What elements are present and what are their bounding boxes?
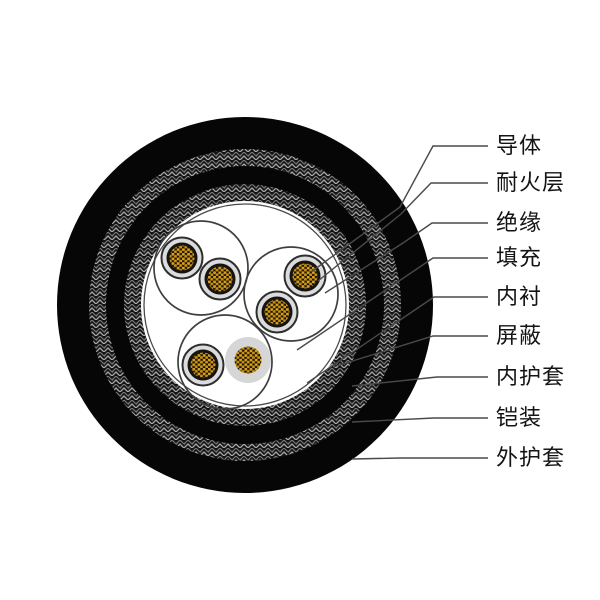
pair-circle-right xyxy=(243,246,339,342)
cable-body xyxy=(57,117,433,493)
label-insulation: 绝缘 xyxy=(496,210,543,235)
leader-line-armor xyxy=(351,417,488,423)
conductor-unit-1 xyxy=(160,236,204,280)
label-lining: 内衬 xyxy=(496,284,543,309)
leader-line-shield xyxy=(332,335,488,368)
conductor-unit-3 xyxy=(283,254,327,298)
conductor-unit-2 xyxy=(198,257,242,301)
leader-line-inner-sheath xyxy=(351,376,488,387)
leader-line-lining xyxy=(306,296,488,384)
label-outer-sheath: 外护套 xyxy=(496,445,566,470)
label-fire-layer: 耐火层 xyxy=(496,170,566,195)
label-conductor: 导体 xyxy=(496,133,543,158)
gold-core xyxy=(207,266,233,292)
gold-core xyxy=(292,263,318,289)
leader-line-fire-layer xyxy=(317,182,488,282)
leader-lines xyxy=(296,145,488,460)
label-inner-sheath: 内护套 xyxy=(496,364,566,389)
leader-line-filler xyxy=(296,257,488,351)
conductor-unit-5 xyxy=(181,343,225,387)
pair-circle-bottom xyxy=(177,314,273,410)
gold-core xyxy=(190,352,216,378)
filler-conductor-unit xyxy=(225,337,271,383)
gold-core xyxy=(264,299,290,325)
label-armor: 铠装 xyxy=(496,405,543,430)
gold-core xyxy=(234,346,262,374)
gold-core xyxy=(169,245,195,271)
leader-line-insulation xyxy=(324,222,488,294)
pair-circle-top-left xyxy=(153,220,249,316)
label-shield: 屏蔽 xyxy=(496,323,543,348)
inner-lining-circle xyxy=(143,203,347,407)
leader-line-conductor xyxy=(310,145,488,273)
conductor-unit-4 xyxy=(255,290,299,334)
leader-line-outer-sheath xyxy=(351,457,488,460)
label-filler: 填充 xyxy=(496,245,543,270)
